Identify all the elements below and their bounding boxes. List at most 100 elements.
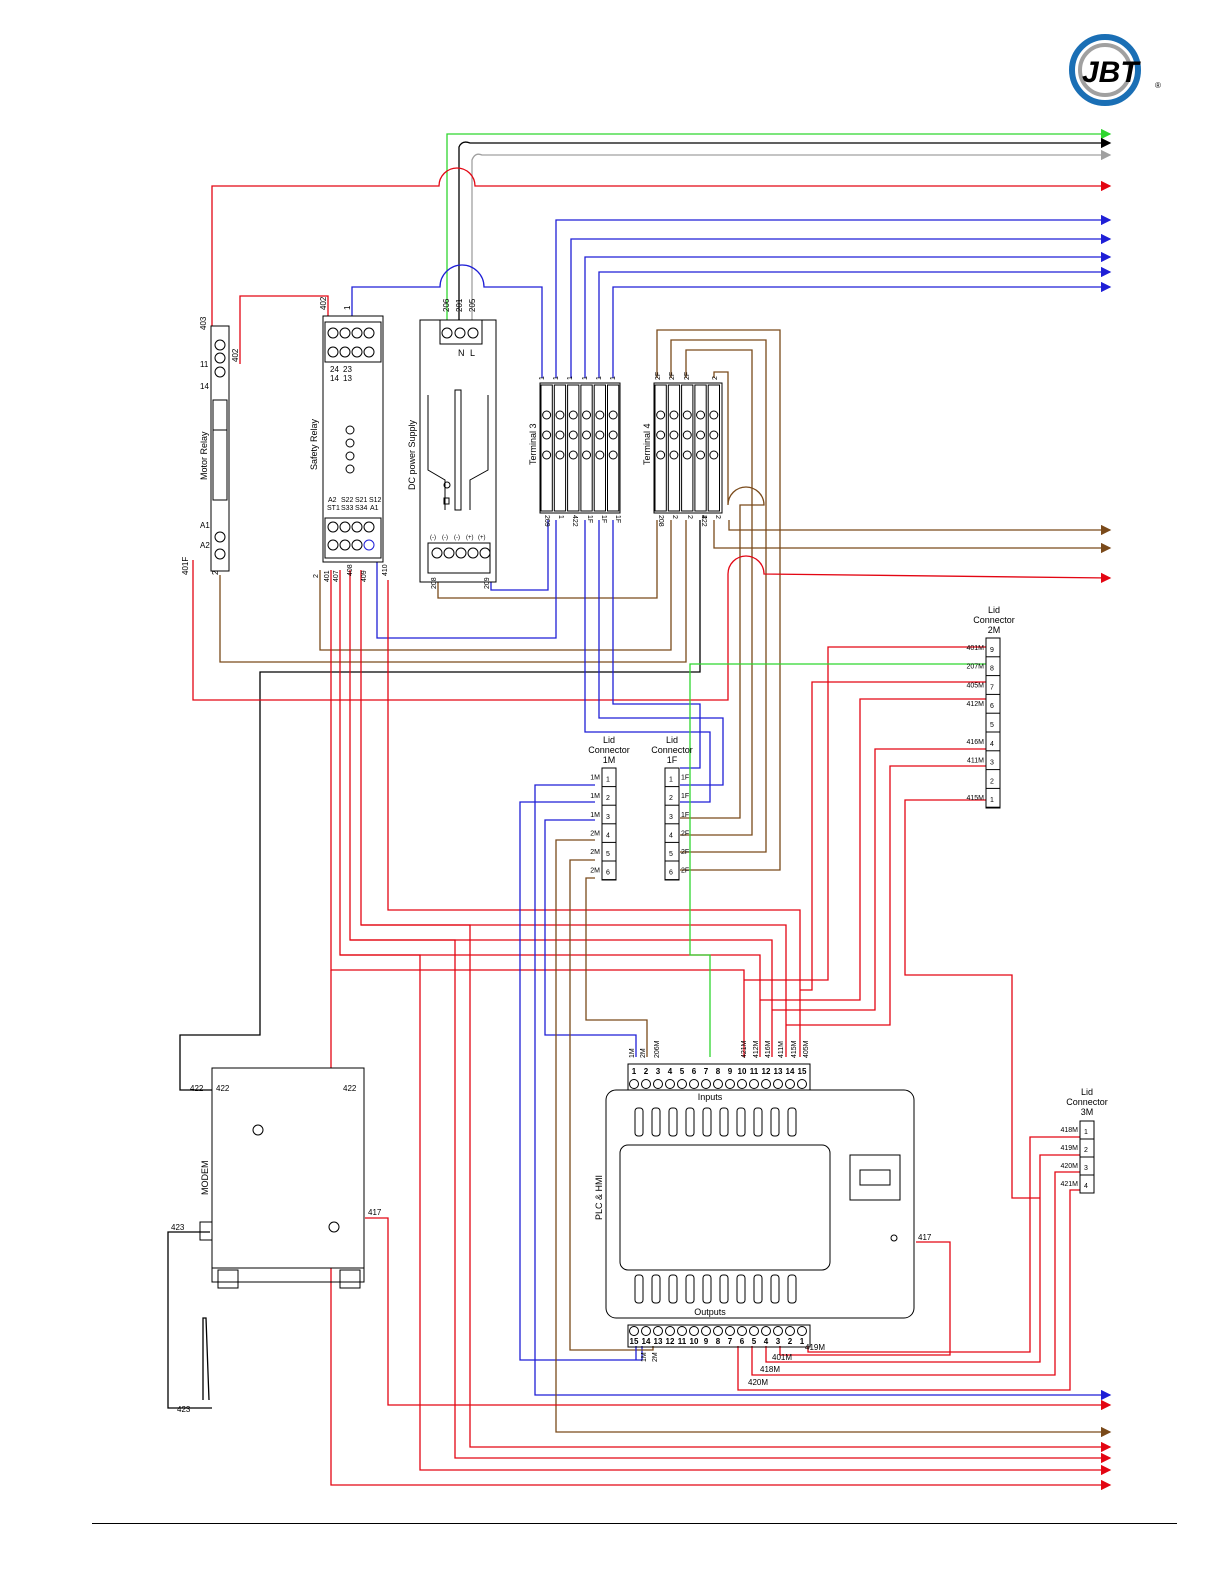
lid-3m-title-3: 3M [1081, 1107, 1094, 1117]
plc-419m: 419M [805, 1343, 825, 1352]
lid-1f-title-2: Connector [651, 745, 693, 755]
plc-pin-number: 11 [678, 1337, 687, 1346]
t4-bot-4: 2 [700, 515, 707, 519]
plc-pin-number: 12 [666, 1337, 675, 1346]
terminal-block [593, 384, 607, 512]
motor-relay-a2: A2 [200, 541, 210, 550]
lid-1m-title-3: 1M [603, 755, 616, 765]
plc-417: 417 [918, 1233, 932, 1242]
dc-l: L [470, 348, 475, 358]
plc-pin-screw [749, 1326, 759, 1336]
plc-key [787, 1274, 797, 1304]
motor-relay-402: 402 [231, 348, 240, 362]
plc-key [702, 1107, 712, 1137]
modem: MODEM 422 422 422 417 423 423 [171, 1067, 382, 1414]
connector-wire-label: 405M [966, 682, 984, 689]
t4-bot-6: 2 [714, 515, 721, 519]
dc-out-3: (-) [454, 535, 460, 541]
plc-pin-number: 14 [642, 1337, 651, 1346]
connector-pin: 1 [606, 777, 610, 784]
modem-label: MODEM [200, 1161, 210, 1196]
plc-401m: 401M [772, 1353, 792, 1362]
plc-key [753, 1274, 763, 1304]
safety-relay-w408: 408 [347, 564, 354, 576]
plc-pin-screw [701, 1326, 711, 1336]
safety-relay-a1: A1 [370, 505, 379, 512]
t4-bot-2: 2 [671, 515, 678, 519]
dc-205: 205 [468, 298, 477, 312]
plc-pin-number: 8 [716, 1337, 721, 1346]
dc-n: N [458, 348, 465, 358]
safety-relay-14: 14 [330, 374, 339, 383]
safety-relay-s33: S33 [341, 505, 354, 512]
plc-pin-number: 7 [728, 1337, 733, 1346]
motor-relay-11: 11 [200, 360, 209, 369]
safety-relay-w401: 401 [324, 570, 331, 582]
t3-top-4: 1 [582, 376, 589, 380]
terminal-screw [555, 410, 565, 420]
dc-out-1: (-) [430, 535, 436, 541]
terminal-screw [709, 450, 719, 460]
t4-top-3: 2F [684, 372, 691, 380]
plc-pin-number: 5 [752, 1337, 757, 1346]
plc-key [736, 1107, 746, 1137]
safety-relay-s34: S34 [355, 505, 368, 512]
terminal-screw [608, 410, 618, 420]
terminal-block [607, 384, 620, 512]
plc-pin-screw [677, 1326, 687, 1336]
plc-key [702, 1274, 712, 1304]
terminal-screw [568, 450, 578, 460]
plc-in-wire-411m: 411M [778, 1041, 785, 1058]
logo-registered: ® [1155, 81, 1161, 90]
jbt-logo: JBT ® [1069, 34, 1161, 106]
plc-pin-screw [725, 1326, 735, 1336]
plc-pin-screw [713, 1326, 723, 1336]
plc-key [651, 1274, 661, 1304]
plc-pin-number: 2 [644, 1067, 649, 1076]
plc-pin-screw [665, 1079, 675, 1089]
terminal-block [707, 384, 721, 512]
plc-pin-screw [773, 1079, 783, 1089]
motor-relay-401f: 401F [181, 557, 190, 575]
plc-key [634, 1107, 644, 1137]
terminal-screw [582, 430, 592, 440]
plc-pin-screw [713, 1079, 723, 1089]
plc-pin-screw [689, 1079, 699, 1089]
safety-relay-402: 402 [319, 296, 328, 310]
connector-wire-label: 416M [966, 739, 984, 746]
plc-key [685, 1274, 695, 1304]
connector-pin: 4 [1084, 1183, 1088, 1190]
modem-417: 417 [368, 1208, 382, 1217]
terminal-block [667, 384, 681, 512]
t4-bot-1: 208 [657, 515, 664, 527]
connector-wire-label: 411M [967, 758, 984, 765]
lid-connector-2m: Lid Connector 2M 9401M8207M7405M6412M544… [966, 605, 1015, 809]
terminal-screw [696, 410, 706, 420]
plc-pin-screw [737, 1326, 747, 1336]
connector-pin: 9 [990, 647, 994, 654]
plc-pin-number: 4 [764, 1337, 769, 1346]
terminal-3: Terminal 3 1 1 1 1 1 1 209 1 422 1F 1F 1… [528, 376, 621, 527]
plc-pin-number: 7 [704, 1067, 709, 1076]
plc-in-wire-412m: 412M [753, 1040, 760, 1058]
safety-relay-s22: S22 [341, 497, 354, 504]
dc-out-4: (+) [466, 535, 474, 541]
plc-pin-screw [701, 1079, 711, 1089]
plc-pin-screw [785, 1326, 795, 1336]
terminal-block [553, 384, 567, 512]
plc-key [770, 1274, 780, 1304]
motor-relay-2: 2 [211, 570, 220, 575]
terminal-screw [608, 430, 618, 440]
plc-pin-number: 13 [774, 1067, 783, 1076]
terminal-screw [555, 430, 565, 440]
terminal-screw [669, 430, 679, 440]
connector-pin: 3 [606, 814, 610, 821]
dc-201: 201 [455, 298, 464, 312]
connector-wire-label: 1F [681, 812, 689, 819]
plc-pin-number: 13 [654, 1337, 663, 1346]
t3-bot-6: 1F [614, 515, 621, 523]
safety-relay-s12: S12 [369, 497, 382, 504]
safety-relay-a2: A2 [328, 497, 337, 504]
t4-top-1: 2F [655, 372, 662, 380]
